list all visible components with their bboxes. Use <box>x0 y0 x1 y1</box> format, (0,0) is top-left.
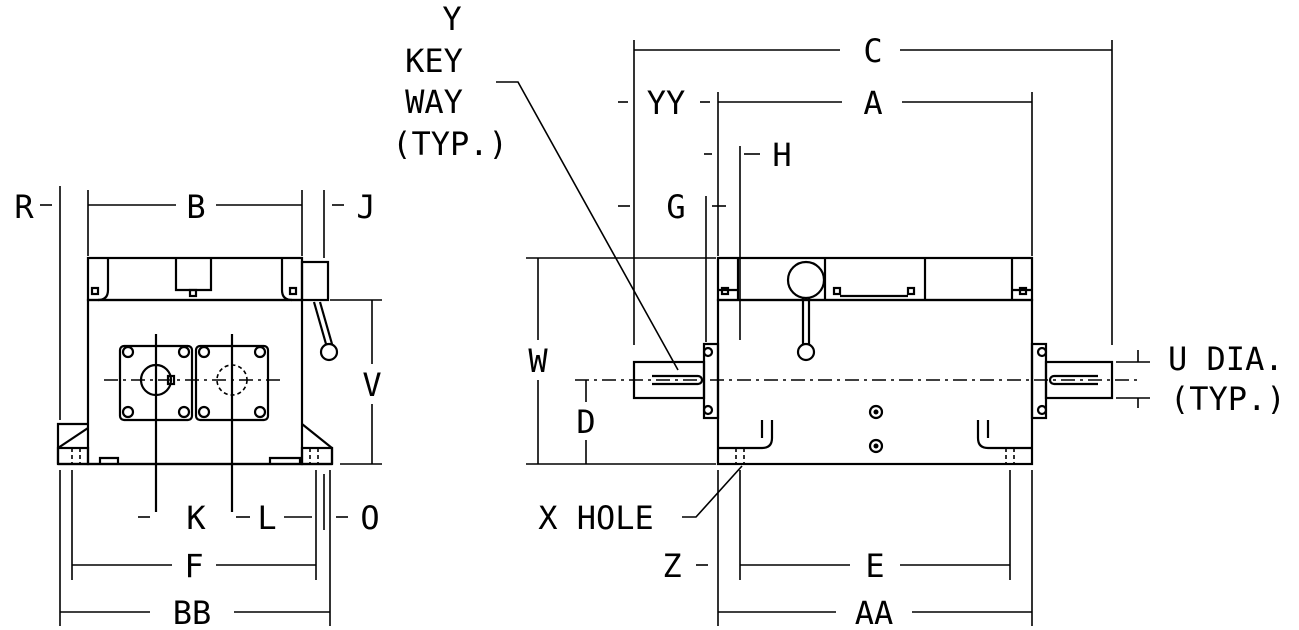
label-o: O <box>360 499 379 537</box>
label-z: Z <box>662 547 681 585</box>
foot-pad <box>56 446 90 466</box>
fill-plug <box>868 438 884 454</box>
label-a: A <box>863 84 882 122</box>
flange-bolt <box>177 405 191 419</box>
label-r: R <box>14 188 34 226</box>
foot-step <box>98 456 120 464</box>
cover-rib <box>174 258 213 292</box>
end-view-dimensions <box>40 186 382 626</box>
end-view <box>56 256 339 512</box>
flange-bolt <box>177 345 191 359</box>
label-key: KEY <box>405 42 463 80</box>
plate-bolt <box>702 404 714 416</box>
plate-bolt <box>1036 346 1048 358</box>
label-h: H <box>772 136 791 174</box>
label-typ-shaft: (TYP.) <box>1170 380 1286 418</box>
flange-bolt <box>197 345 211 359</box>
cover-bolt <box>906 286 916 296</box>
label-typ-keyway: (TYP.) <box>392 125 508 163</box>
lever-hub <box>786 260 826 300</box>
keyway-right <box>1048 374 1098 386</box>
label-b: B <box>186 188 205 226</box>
base-foot-right <box>301 423 334 464</box>
lever-arm <box>312 301 328 345</box>
label-aa: AA <box>855 594 894 630</box>
label-l: L <box>257 499 276 537</box>
label-d: D <box>576 403 595 441</box>
foot-right <box>976 420 1032 450</box>
label-u-dia: U DIA. <box>1168 340 1284 378</box>
flange-bolt <box>253 405 267 419</box>
cover-bolt <box>188 288 198 298</box>
hole-leader <box>682 465 743 518</box>
lever-knob <box>319 342 339 362</box>
label-g: G <box>666 188 685 226</box>
cover-bolt <box>1018 286 1028 296</box>
label-e: E <box>865 547 884 585</box>
fill-plug <box>873 443 879 449</box>
lever-hub <box>300 260 330 302</box>
cover-bolt <box>720 286 730 296</box>
label-w: W <box>528 342 548 380</box>
flange-bolt <box>121 405 135 419</box>
lever-arm <box>318 301 334 345</box>
cover-rib <box>97 258 110 302</box>
label-bb: BB <box>173 594 212 630</box>
label-x-hole: X HOLE <box>538 499 654 537</box>
label-y: Y <box>442 0 461 38</box>
flange-bolt <box>253 345 267 359</box>
side-view <box>575 256 1140 466</box>
dimension-labels: C YY A H G Y KEY WAY (TYP.) R B J V W D … <box>14 0 1285 630</box>
plate-bolt <box>702 346 714 358</box>
foot-pad <box>300 446 334 466</box>
label-f: F <box>184 547 203 585</box>
label-c: C <box>863 32 882 70</box>
flange-bolt <box>197 405 211 419</box>
label-v: V <box>362 366 381 404</box>
flange-bolt <box>121 345 135 359</box>
cover-bolt <box>288 286 298 296</box>
label-k: K <box>186 499 206 537</box>
cover-bolt <box>832 286 842 296</box>
label-j: J <box>356 188 375 226</box>
keyway-leader <box>496 81 679 371</box>
label-yy: YY <box>647 84 686 122</box>
base-foot-left <box>57 427 89 449</box>
label-way: WAY <box>405 83 463 121</box>
cover-bolt <box>90 286 100 296</box>
foot-left <box>718 420 774 450</box>
lever-knob <box>796 342 816 362</box>
side-view-dimensions <box>496 40 1150 626</box>
foot-step <box>268 456 302 464</box>
side-view-cover <box>716 256 1034 302</box>
drain-plug <box>868 404 884 420</box>
plate-bolt <box>1036 404 1048 416</box>
drain-plug <box>873 409 879 415</box>
